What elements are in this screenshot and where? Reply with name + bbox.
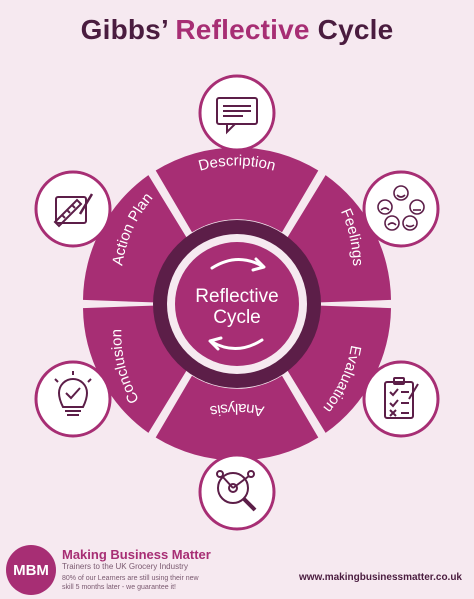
center-circle (175, 242, 299, 366)
stage-label-analysis: Analysis (208, 400, 265, 420)
footer-claim: 80% of our Learners are still using thei… (62, 575, 199, 591)
center-label-line-2: Cycle (213, 307, 261, 328)
title-part-1: Gibbs’ (80, 14, 168, 45)
badge-action-plan[interactable] (34, 170, 112, 248)
badge-conclusion[interactable] (34, 360, 112, 438)
footer-tagline: Trainers to the UK Grocery Industry (62, 562, 188, 571)
stage-label-description: Description (197, 152, 278, 174)
emotion-faces-icon (377, 185, 425, 231)
title-part-3: Cycle (317, 14, 394, 45)
footer-company: Making Business Matter Trainers to the U… (62, 547, 262, 592)
website-link[interactable]: www.makingbusinessmatter.co.uk (298, 572, 462, 583)
cycle-arrows-icon (208, 257, 266, 351)
planning-tools-icon (53, 193, 94, 228)
page-title: Gibbs’ Reflective Cycle (0, 14, 474, 46)
checklist-clipboard-icon (384, 377, 419, 419)
badge-feelings[interactable] (362, 170, 440, 248)
badge-description[interactable] (198, 74, 276, 152)
center-label-line-1: Reflective (195, 286, 278, 307)
magnifying-glass-icon (216, 470, 257, 512)
segment-analysis[interactable] (155, 375, 319, 461)
speech-bubble-icon (216, 97, 258, 135)
mbm-logo[interactable]: MBM (6, 545, 56, 595)
badge-evaluation[interactable] (362, 360, 440, 438)
badge-analysis[interactable] (198, 453, 276, 531)
title-part-2: Reflective (175, 14, 310, 45)
footer-brand: Making Business Matter (62, 547, 211, 562)
segment-description[interactable] (155, 147, 319, 233)
lightbulb-check-icon (54, 371, 92, 416)
